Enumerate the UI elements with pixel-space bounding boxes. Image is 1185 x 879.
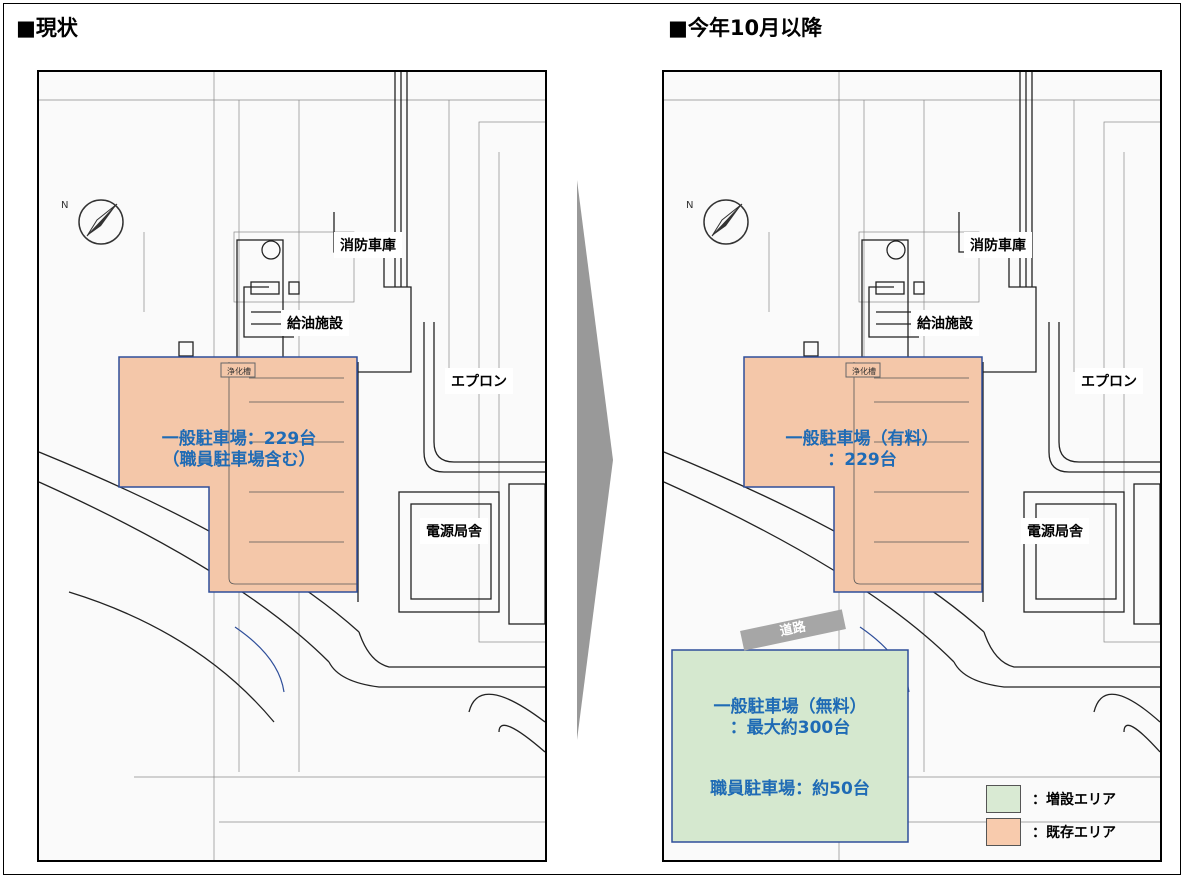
septic-label: 浄化槽 — [852, 366, 876, 376]
left-plan-drawing: N 浄化槽 — [39, 72, 545, 860]
legend-existing-swatch — [986, 818, 1021, 846]
compass-icon: N — [61, 199, 124, 245]
svg-text:N: N — [61, 200, 68, 211]
parking-stalls — [853, 362, 982, 585]
transition-arrow — [577, 180, 613, 740]
paid-parking-line2: ：229台 — [827, 450, 897, 470]
left-site-plan: N 浄化槽 消防車庫 給油施設 エプロン 電源局舎 一般駐車場：229台 （職員… — [37, 70, 547, 862]
free-parking-line2: ：最大約300台 — [729, 718, 851, 738]
page-frame — [3, 3, 1181, 875]
right-heading: ■今年10月以降 — [668, 16, 823, 40]
legend-new-swatch — [986, 785, 1021, 813]
fire-station-label: 消防車庫 — [334, 232, 402, 258]
fuel-facility-label: 給油施設 — [911, 310, 979, 336]
septic-label: 浄化槽 — [227, 366, 251, 376]
parking-stalls — [228, 362, 357, 585]
compass-icon: N — [686, 199, 749, 245]
right-site-plan: N 浄化槽 消防車庫 給油施設 エプロン 電源局舎 一般駐車場（有料） ：229… — [662, 70, 1162, 862]
legend-existing-label: ：既存エリア — [1032, 825, 1116, 841]
existing-paid-parking-area — [743, 356, 983, 593]
power-building-label: 電源局舎 — [420, 518, 488, 544]
existing-parking-area — [118, 356, 358, 593]
paid-parking-line1: 一般駐車場（有料） — [785, 429, 939, 449]
left-heading: ■現状 — [16, 16, 78, 40]
road-curve — [234, 626, 285, 693]
fuel-facility-label: 給油施設 — [281, 310, 349, 336]
free-parking-line1: 一般駐車場（無料） — [713, 697, 867, 717]
apron-label: エプロン — [1075, 368, 1143, 394]
existing-parking-line1: 一般駐車場：229台 — [161, 429, 317, 449]
right-plan-drawing: N 浄化槽 — [664, 72, 1160, 860]
existing-parking-line2: （職員駐車場含む） — [162, 450, 316, 470]
svg-text:N: N — [686, 200, 693, 211]
staff-parking-line: 職員駐車場：約50台 — [710, 779, 870, 799]
fire-station-label: 消防車庫 — [964, 232, 1032, 258]
legend-new-label: ：増設エリア — [1032, 792, 1116, 808]
power-building-label: 電源局舎 — [1021, 518, 1089, 544]
septic-tank — [845, 362, 881, 378]
new-free-parking-area — [671, 649, 909, 843]
apron-label: エプロン — [445, 368, 513, 394]
septic-tank — [220, 362, 256, 378]
